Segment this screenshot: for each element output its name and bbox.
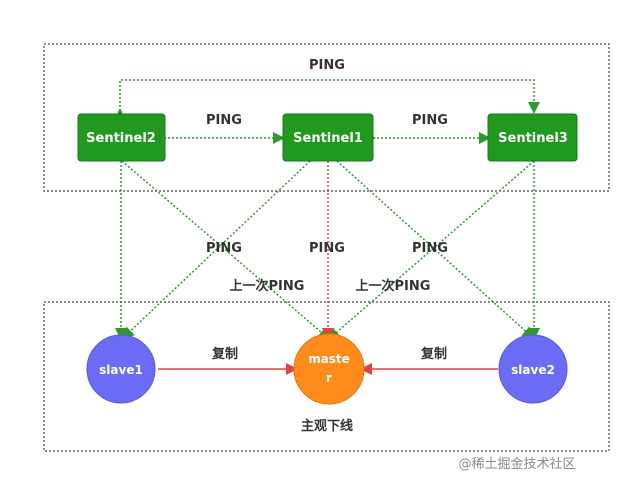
watermark: @稀土掘金技术社区	[458, 456, 575, 472]
sentinel1-node: Sentinel1	[282, 113, 374, 162]
slave2-node: slave2	[498, 334, 568, 404]
subjective-down-label: 主观下线	[301, 418, 353, 434]
ping-line-s1-slave1	[121, 160, 311, 340]
ping-label-top: PING	[309, 58, 345, 73]
top-ping-loop	[114, 79, 540, 120]
ping-line-s2-master	[121, 160, 331, 340]
sentinel2-label: Sentinel2	[86, 131, 156, 146]
redis-group-frame	[43, 301, 610, 452]
sentinel2-node: Sentinel2	[77, 113, 166, 162]
sentinel1-label: Sentinel1	[293, 131, 363, 146]
sentinel3-node: Sentinel3	[487, 113, 578, 162]
replicate-label-right: 复制	[420, 346, 447, 362]
ping-label-left: PING	[206, 241, 242, 256]
last-ping-label-left: 上一次PING	[230, 278, 305, 294]
master-label-line2: r	[326, 371, 332, 385]
slave2-label: slave2	[511, 363, 555, 377]
sentinel-ping-lines	[115, 160, 540, 340]
ping-label-s2-s1: PING	[206, 113, 242, 128]
slave1-label: slave1	[99, 363, 143, 377]
master-node: maste r	[293, 333, 365, 405]
slave1-node: slave1	[86, 334, 156, 404]
ping-label-right: PING	[412, 241, 448, 256]
master-label-line1: maste	[308, 352, 350, 366]
sentinel3-label: Sentinel3	[498, 131, 568, 146]
ping-line-s3-master	[327, 160, 535, 340]
ping-label-s1-s3: PING	[412, 113, 448, 128]
ping-label-center: PING	[309, 241, 345, 256]
last-ping-label-right: 上一次PING	[356, 278, 431, 294]
replicate-label-left: 复制	[211, 346, 238, 362]
